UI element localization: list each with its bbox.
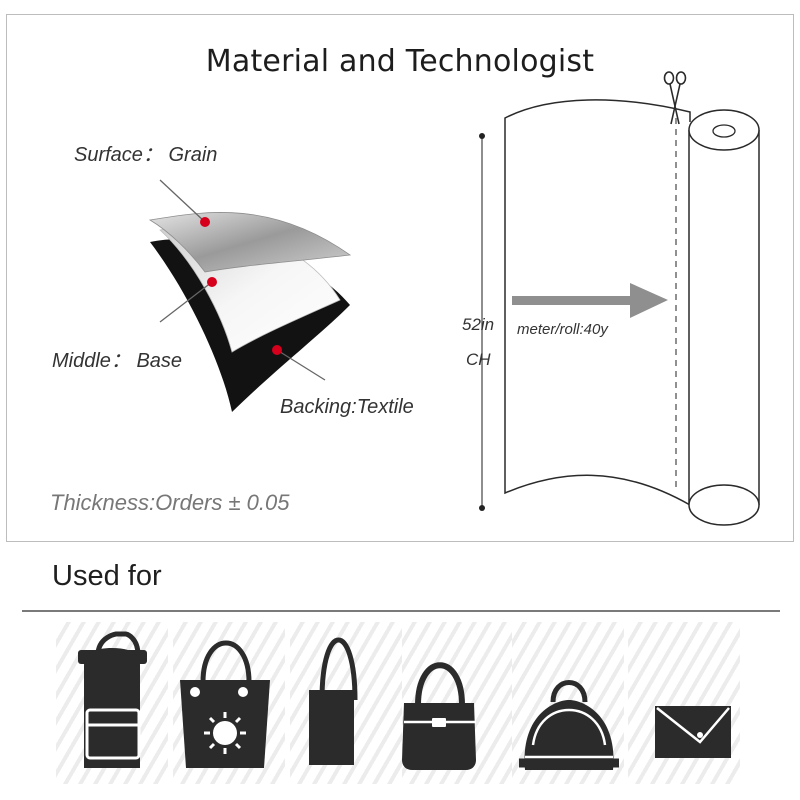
width-bottom-dot — [479, 505, 485, 511]
middle-label: Middle： Base — [52, 350, 183, 372]
envelope-clutch-icon — [655, 706, 731, 758]
used-for-heading: Used for — [52, 560, 162, 592]
backpack-icon — [78, 631, 147, 768]
middle-leader-line — [159, 281, 213, 323]
surface-layer — [148, 212, 352, 273]
roll-width-value: 52in — [462, 315, 495, 334]
roll-bottom — [688, 484, 760, 526]
backing-dot — [272, 345, 282, 355]
used-for-divider — [22, 610, 780, 612]
surface-label: Surface： Grain — [74, 144, 218, 166]
handbag-icon — [402, 662, 476, 770]
backing-leader-line — [276, 349, 326, 381]
roll-core — [712, 124, 736, 138]
roll-body — [689, 122, 759, 514]
surface-leader-line — [159, 179, 206, 223]
length-arrow-head — [630, 283, 668, 318]
thickness-label: Thickness:Orders ± 0.05 — [50, 490, 290, 515]
shopping-bag-icon — [309, 637, 358, 765]
page-title: Material and Technologist — [205, 44, 595, 79]
surface-dot — [200, 217, 210, 227]
length-arrow-shaft — [512, 296, 634, 305]
middle-dot — [207, 277, 217, 287]
width-top-dot — [479, 133, 485, 139]
sun-emblem-icon — [213, 721, 237, 745]
backing-label: Backing:Textile — [280, 396, 414, 418]
scissors-icon — [663, 71, 687, 125]
dome-bag-icon — [519, 680, 619, 770]
tote-bag-icon — [180, 640, 270, 768]
roll-width-unit: CH — [466, 350, 491, 369]
roll-length-label: meter/roll:40y — [517, 321, 608, 338]
